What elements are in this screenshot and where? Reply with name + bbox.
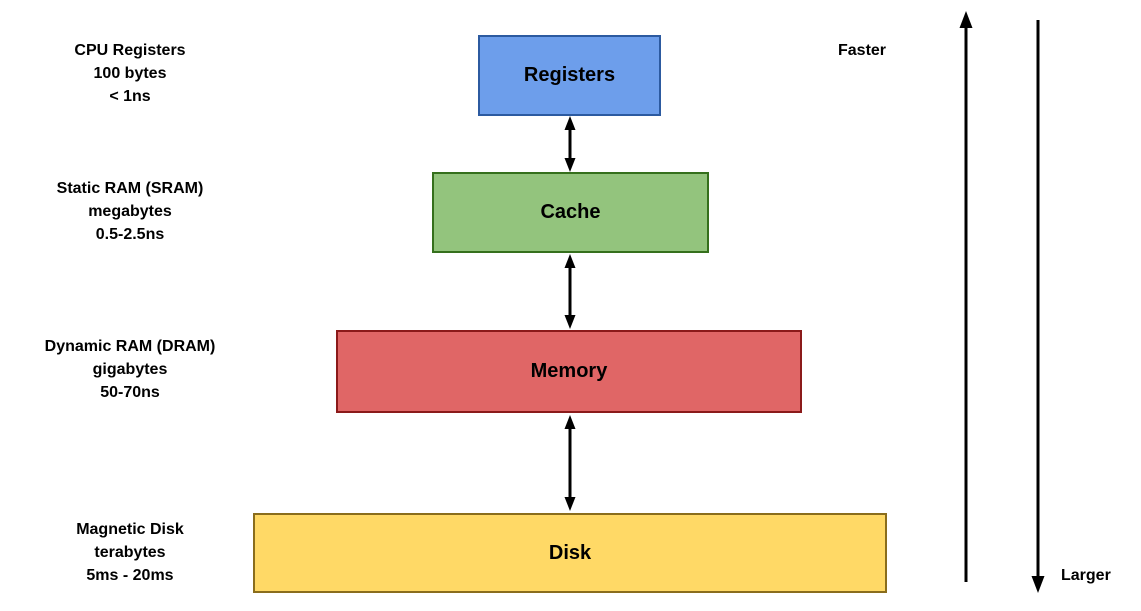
description-line: 0.5-2.5ns [95,226,165,243]
description-line: CPU Registers [74,42,186,59]
faster-axis-arrow [959,11,973,582]
description-line: gigabytes [92,361,168,378]
memory-box: Memory [336,330,802,413]
registers-box-label: Registers [523,64,616,86]
larger-label: Larger [1061,567,1111,584]
cache-box: Cache [432,172,709,253]
memory-description: Dynamic RAM (DRAM) gigabytes 50-70ns [0,335,260,404]
description-line: terabytes [94,544,166,561]
description-line: Static RAM (SRAM) [56,180,204,197]
description-line: Dynamic RAM (DRAM) [44,338,216,355]
description-line: Magnetic Disk [76,521,184,538]
cache-memory-connector-arrow [564,254,576,329]
description-line: < 1ns [109,88,151,105]
description-line: 100 bytes [93,65,167,82]
cache-description: Static RAM (SRAM) megabytes 0.5-2.5ns [0,177,260,246]
disk-box-label: Disk [548,541,592,564]
description-line: megabytes [88,203,172,220]
memory-disk-connector-arrow [564,415,576,511]
registers-box: Registers [478,35,661,116]
memory-box-label: Memory [530,360,608,382]
cache-box-label: Cache [540,201,601,223]
larger-axis-arrow [1031,20,1045,593]
registers-cache-connector-arrow [564,116,576,172]
disk-box: Disk [253,513,887,593]
faster-label: Faster [838,42,887,59]
description-line: 50-70ns [100,384,160,401]
description-line: 5ms - 20ms [86,567,174,584]
registers-description: CPU Registers 100 bytes < 1ns [0,39,260,108]
disk-description: Magnetic Disk terabytes 5ms - 20ms [0,518,260,587]
